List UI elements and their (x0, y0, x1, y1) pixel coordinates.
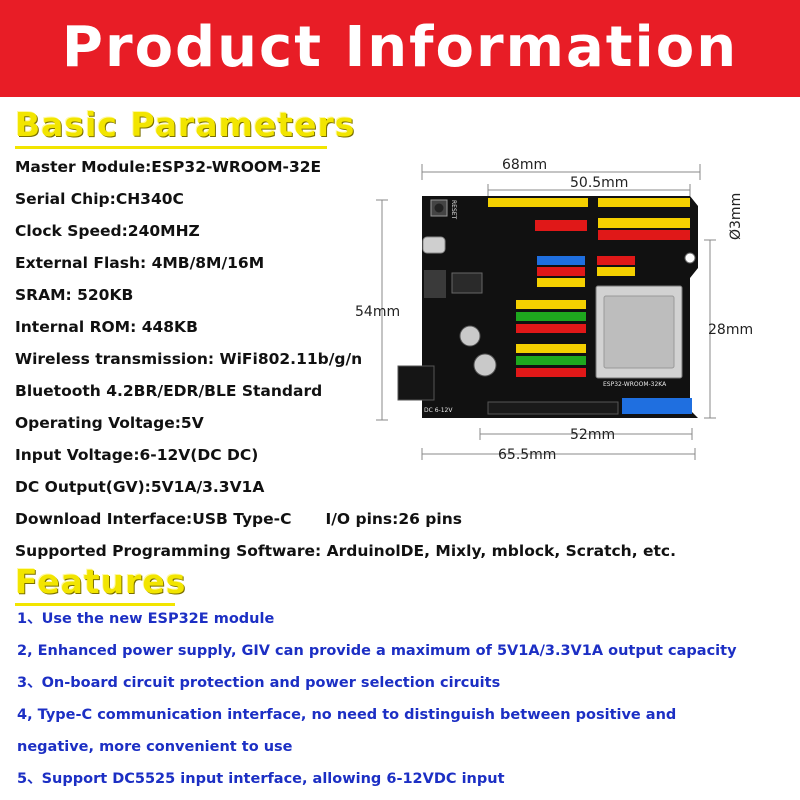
dimension-lines (376, 164, 716, 460)
param-software: Supported Programming Software: Arduinol… (15, 542, 676, 560)
header-top-left (488, 198, 588, 207)
esp32-shield-can (603, 295, 675, 369)
param-master-module: Master Module:ESP32-WROOM-32E (15, 158, 322, 176)
param-io-pins: I/O pins:26 pins (325, 510, 462, 528)
features-title: Features (15, 562, 187, 601)
header-bottom-black (487, 401, 619, 415)
dc-jack (397, 365, 435, 401)
reset-button-cap (434, 203, 444, 213)
header-red-mid (537, 267, 585, 276)
mounting-hole (684, 252, 696, 264)
dim-width-bottom: 52mm (570, 427, 615, 443)
ch340c-chip (451, 272, 483, 294)
param-external-flash: External Flash: 4MB/8M/16M (15, 254, 265, 272)
dim-hole: Ø3mm (728, 193, 744, 240)
param-download-row: Download Interface:USB Type-C I/O pins:26… (15, 508, 462, 530)
header-top-right (598, 198, 690, 207)
dim-width-inner: 50.5mm (570, 175, 628, 191)
param-bluetooth: Bluetooth 4.2BR/EDR/BLE Standard (15, 382, 323, 400)
feature-item-5: 5、Support DC5525 input interface, allowi… (17, 771, 505, 787)
header-bottom-blue (622, 398, 692, 414)
param-operating-voltage: Operating Voltage:5V (15, 414, 204, 432)
header-yellow-right (598, 218, 690, 228)
param-input-voltage: Input Voltage:6-12V(DC DC) (15, 446, 259, 464)
feature-item-4-continued: negative, more convenient to use (17, 739, 293, 755)
feature-item-2: 2, Enhanced power supply, GIV can provid… (17, 643, 737, 659)
dim-width-bottom-total: 65.5mm (498, 447, 556, 463)
header-yellow-bottom (516, 344, 586, 353)
features-underline (15, 603, 175, 606)
header-red-small (597, 256, 635, 265)
param-sram: SRAM: 520KB (15, 286, 134, 304)
header-blue-mid (537, 256, 585, 265)
param-clock-speed: Clock Speed:240MHZ (15, 222, 200, 240)
param-internal-rom: Internal ROM: 448KB (15, 318, 198, 336)
dc-input-label: DC 6-12V (424, 407, 453, 414)
header-yellow-mid (537, 278, 585, 287)
regulator-chip (424, 270, 446, 298)
dim-width-total: 68mm (502, 157, 547, 173)
page-title: Product Information (61, 15, 739, 80)
feature-item-4: 4, Type-C communication interface, no ne… (17, 707, 677, 723)
param-serial-chip: Serial Chip:CH340C (15, 190, 184, 208)
capacitor-2 (473, 353, 497, 377)
feature-item-3: 3、On-board circuit protection and power … (17, 675, 501, 691)
header-yellow-small (597, 267, 635, 276)
dim-height-inner: 28mm (708, 322, 753, 338)
feature-item-1: 1、Use the new ESP32E module (17, 611, 275, 627)
param-wireless: Wireless transmission: WiFi802.11b/g/n (15, 350, 363, 368)
header-red-lower (516, 324, 586, 333)
esp32-module-label: ESP32-WROOM-32KA (603, 381, 667, 388)
capacitor-1 (459, 325, 481, 347)
header-red-bottom (516, 368, 586, 377)
dim-height-total: 54mm (355, 304, 400, 320)
header-red-right (598, 230, 690, 240)
header-banner: Product Information (0, 0, 800, 97)
header-yellow-lower (516, 300, 586, 309)
usb-c-port (422, 236, 446, 254)
basic-parameters-title: Basic Parameters (15, 105, 356, 144)
basic-parameters-underline (15, 146, 327, 149)
header-green-lower (516, 312, 586, 321)
param-dc-output: DC Output(GV):5V1A/3.3V1A (15, 478, 265, 496)
header-green-bottom (516, 356, 586, 365)
param-download-interface: Download Interface:USB Type-C (15, 510, 292, 528)
header-red-left (535, 220, 587, 231)
reset-label: RESET (450, 200, 457, 220)
